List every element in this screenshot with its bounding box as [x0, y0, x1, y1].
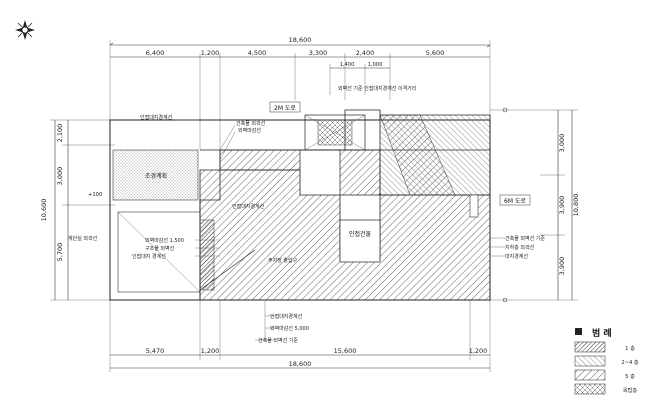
top-dim-seg3: 4,500 — [248, 49, 267, 57]
bottom-dim-overall: 18,600 — [289, 360, 312, 368]
left-dim-seg3: 5,700 — [56, 243, 64, 262]
note-left-2: 건축물 외곽선 — [236, 120, 266, 127]
right-leaders — [490, 237, 505, 257]
legend-label-4: 옥탑층 — [623, 386, 638, 394]
note-bottom-3: 건축물 외벽선 기준 — [258, 337, 298, 344]
landscape-area — [112, 149, 199, 201]
bottom-dim-seg3: 15,600 — [334, 347, 357, 355]
tag-landscape: 조경계획 — [145, 172, 167, 180]
top-dim-seg4: 3,300 — [309, 49, 328, 57]
top-dim-seg6: 5,600 — [426, 49, 445, 57]
left-dimension-lines — [50, 119, 200, 301]
legend: 범 례 1 층 2~4 층 5 층 옥탑층 — [574, 327, 639, 395]
legend-marker-icon — [575, 328, 582, 335]
legend-label-3: 5 층 — [625, 372, 635, 380]
note-left-8: 인접대지 경계선 — [132, 253, 166, 260]
top-dim-seg5: 2,400 — [356, 49, 375, 57]
legend-swatch-1 — [574, 341, 606, 353]
north-arrow-icon — [15, 20, 35, 40]
top-dim-sub1: 1,400 — [340, 62, 355, 68]
right-dim-seg3: 3,900 — [558, 257, 566, 276]
bottom-dim-seg4: 1,200 — [469, 347, 488, 355]
bottom-dim-seg2: 1,200 — [201, 347, 220, 355]
note-bottom-2: 외벽마감선 5,000 — [270, 325, 309, 332]
bottom-dim-seg1: 5,470 — [146, 347, 165, 355]
legend-label-2: 2~4 층 — [621, 358, 639, 366]
top-dim-overall: 18,600 — [289, 36, 312, 44]
note-left-5: 계단실 외곽선 — [68, 235, 98, 242]
legend-swatch-3 — [574, 369, 606, 381]
right-dimension-lines — [490, 107, 578, 303]
note-left-4: 인접대지경계선 — [232, 203, 265, 210]
note-left-7: 구조물 외벽선 — [145, 245, 175, 252]
right-dim-overall: 10,800 — [572, 194, 580, 217]
top-dim-seg2: 1,200 — [201, 49, 220, 57]
left-leaders — [175, 119, 236, 257]
note-left-6: 외벽마감선 1,500 — [145, 237, 184, 244]
left-dim-seg2: 3,000 — [56, 167, 64, 186]
top-dim-seg1: 6,400 — [146, 49, 165, 57]
tag-road-2m: 2M 도로 — [274, 105, 296, 112]
top-dim-sub2: 1,000 — [368, 62, 383, 68]
bottom-leaders — [255, 300, 275, 341]
legend-label-1: 1 층 — [625, 344, 635, 352]
note-left-1: 인접대지경계선 — [140, 114, 173, 121]
right-dim-seg2: 3,900 — [558, 196, 566, 215]
legend-swatch-2 — [574, 355, 606, 367]
left-dim-overall: 10,600 — [40, 199, 48, 222]
note-left-9: 주차장 출입구 — [268, 257, 298, 264]
bottom-dimension-lines — [109, 300, 491, 372]
legend-title: 범 례 — [592, 327, 612, 339]
top-dimension-lines — [109, 40, 491, 150]
note-bottom-1: 인접대지경계선 — [270, 313, 303, 320]
stair-core — [304, 114, 366, 151]
tag-road-6m: 6M 도로 — [504, 198, 526, 205]
note-top-center: 외벽선 기준 인접대지경계선 이격거리 — [338, 85, 416, 92]
left-dim-seg1: 2,100 — [56, 124, 64, 143]
legend-swatch-4 — [574, 383, 606, 395]
tag-adjacent-building: 인접건물 — [349, 230, 372, 238]
right-dim-seg1: 3,000 — [558, 134, 566, 153]
note-right-3: 대지경계선 — [505, 253, 528, 260]
note-right-2: 지하층 외곽선 — [505, 244, 535, 251]
note-right-1: 건축물 외벽선 기준 — [505, 235, 545, 242]
left-level: +100 — [88, 192, 102, 198]
note-left-3: 외벽마감선 — [238, 127, 261, 134]
